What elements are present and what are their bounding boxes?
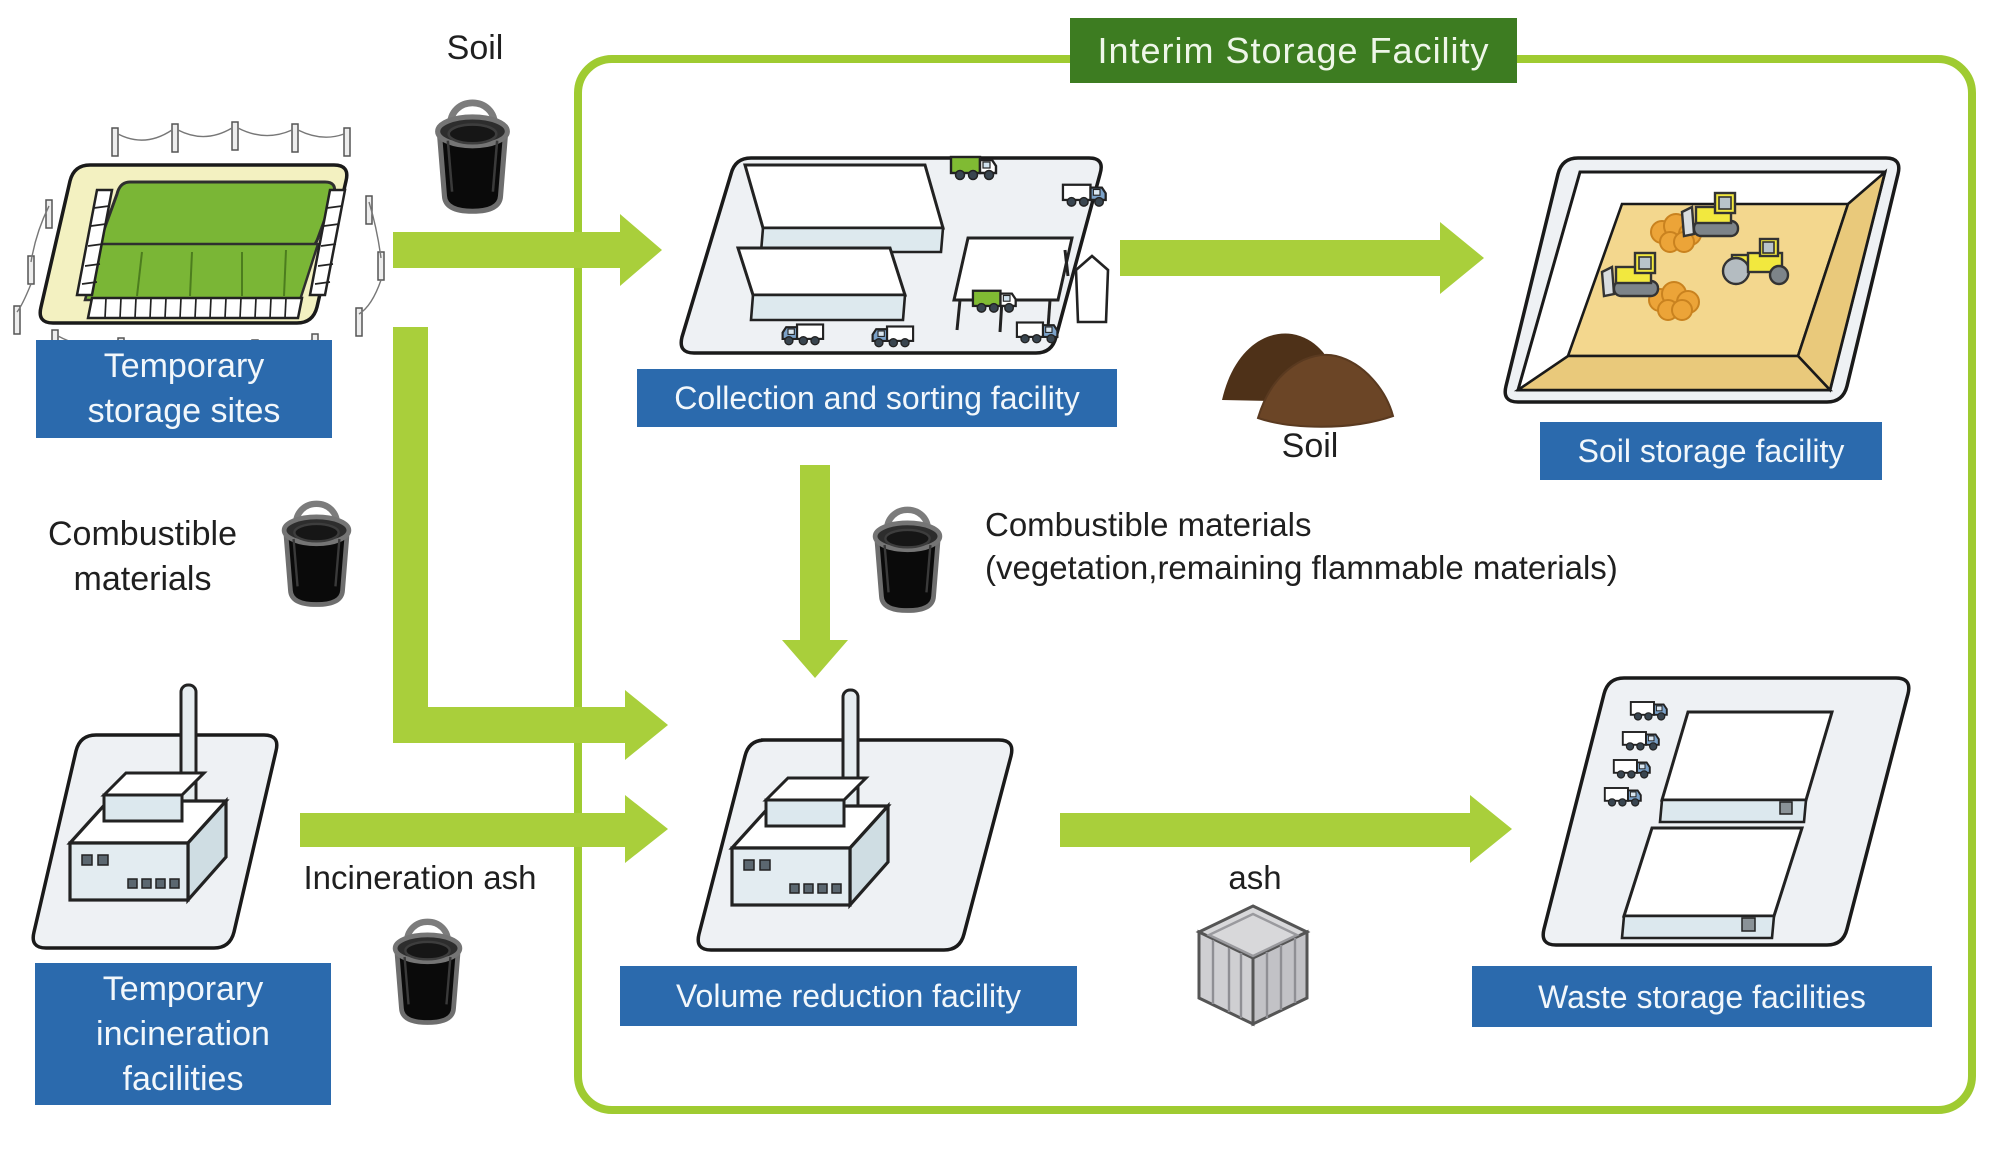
soil-storage-facility-illustration: [1503, 156, 1901, 404]
ash-box-icon: [1195, 904, 1311, 1027]
label-line: facilities: [122, 1059, 244, 1098]
label-line: storage sites: [87, 392, 281, 430]
flow-arrows: [300, 214, 1512, 863]
soil-top-annotation: Soil: [446, 29, 504, 67]
volume-reduction-facility-illustration: [696, 688, 1014, 952]
label-temporary-incineration-facilities: Temporary incineration facilities: [35, 963, 331, 1105]
label-collection-sorting-facility: Collection and sorting facility: [637, 369, 1117, 427]
soil-drum-icon: [438, 103, 508, 211]
label-line: Temporary: [102, 969, 264, 1008]
combustible-materials-mid-annotation: Combustible materials (vegetation,remain…: [985, 503, 1745, 589]
annotation-line: Combustible: [48, 515, 237, 553]
label-waste-storage-facilities: Waste storage facilities: [1472, 966, 1932, 1027]
label-line: Collection and sorting facility: [674, 380, 1080, 416]
combustible-mid-drum-icon: [875, 510, 940, 611]
incineration-ash-annotation: Incineration ash: [303, 859, 537, 896]
arrow-storage-to-volume-reduction-elbow: [393, 327, 668, 760]
label-volume-reduction-facility: Volume reduction facility: [620, 966, 1077, 1026]
label-line: Temporary: [103, 347, 265, 385]
collection-sorting-facility-illustration: [679, 155, 1110, 355]
label-temporary-storage-sites: Temporary storage sites: [36, 340, 332, 438]
label-line: Waste storage facilities: [1538, 978, 1866, 1015]
combustible-drum-icon: [284, 504, 349, 605]
arrow-volume-reduction-to-waste-storage: [1060, 795, 1512, 863]
incineration-ash-drum-icon: [395, 922, 460, 1023]
waste-storage-facilities-illustration: [1541, 676, 1911, 947]
arrow-storage-to-collection: [393, 214, 662, 286]
temporary-storage-site-illustration: [13, 121, 385, 373]
label-line: incineration: [96, 1014, 270, 1053]
annotation-line: Combustible materials: [985, 506, 1312, 543]
soil-mid-annotation: Soil: [1281, 427, 1339, 465]
ash-annotation: ash: [1228, 859, 1282, 896]
arrow-collection-to-volume-reduction: [782, 465, 848, 678]
label-soil-storage-facility: Soil storage facility: [1540, 422, 1882, 480]
temporary-incineration-facility-illustration: [31, 683, 279, 950]
label-line: Soil storage facility: [1577, 433, 1845, 469]
annotation-line: materials: [73, 560, 212, 598]
arrow-incineration-to-volume-reduction: [300, 795, 668, 863]
combustible-materials-left-annotation: Combustible materials: [10, 512, 275, 602]
annotation-line: (vegetation,remaining flammable material…: [985, 549, 1618, 586]
label-line: Volume reduction facility: [675, 978, 1022, 1014]
soil-pile-icon: [1222, 333, 1395, 428]
interim-storage-facility-banner: Interim Storage Facility: [1070, 18, 1517, 83]
arrow-collection-to-soil-storage: [1120, 222, 1484, 294]
